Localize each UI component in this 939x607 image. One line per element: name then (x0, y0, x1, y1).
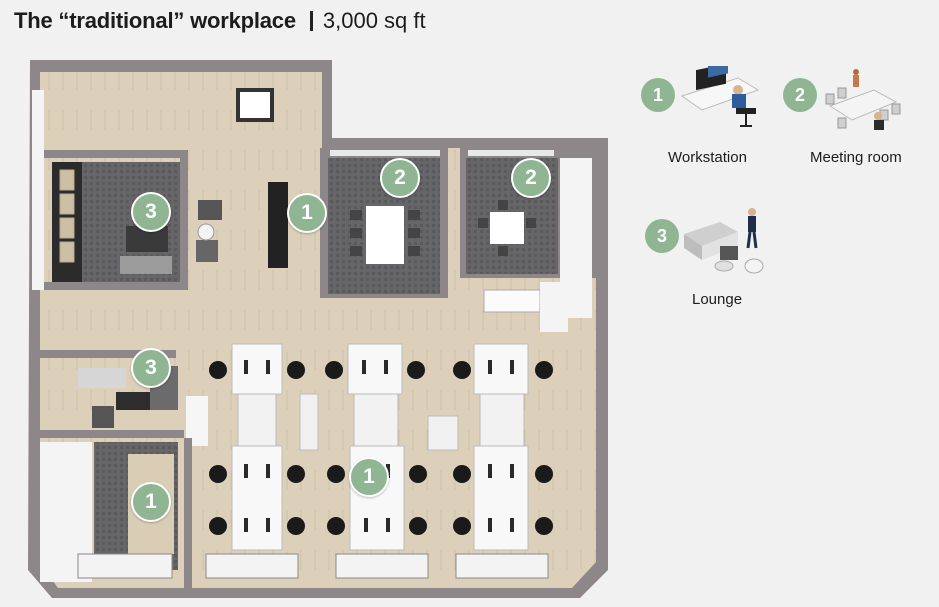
zone-badge-reception: 1 (287, 193, 327, 233)
meeting-room-icon (825, 69, 901, 130)
legend-label-workstation: Workstation (668, 149, 747, 166)
zone-badge-meeting-small: 2 (511, 158, 551, 198)
title-text: The “traditional” workplace (14, 8, 296, 33)
legend-badge-meeting-room: 2 (783, 78, 817, 112)
zone-badge-workstation-left: 1 (131, 482, 171, 522)
legend-badge-lounge: 3 (645, 219, 679, 253)
zone-badge-workstation-center: 1 (349, 457, 389, 497)
legend-label-lounge: Lounge (692, 291, 743, 308)
zone-badge-meeting-large: 2 (380, 158, 420, 198)
zone-badge-lounge-left: 3 (131, 348, 171, 388)
workstation-icon (680, 66, 760, 127)
zone-badge-lounge-top: 3 (131, 192, 171, 232)
title-divider (309, 11, 313, 31)
floor-plan: 3 1 2 2 3 1 1 (0, 50, 612, 602)
legend-badge-workstation: 1 (641, 78, 675, 112)
floor-plan-illustration (28, 60, 608, 598)
area-text: 3,000 sq ft (322, 8, 426, 33)
legend-label-meeting-room: Meeting room (810, 149, 902, 166)
lounge-icon (684, 208, 764, 274)
page-title: The “traditional” workplace 3,000 sq ft (14, 6, 426, 36)
